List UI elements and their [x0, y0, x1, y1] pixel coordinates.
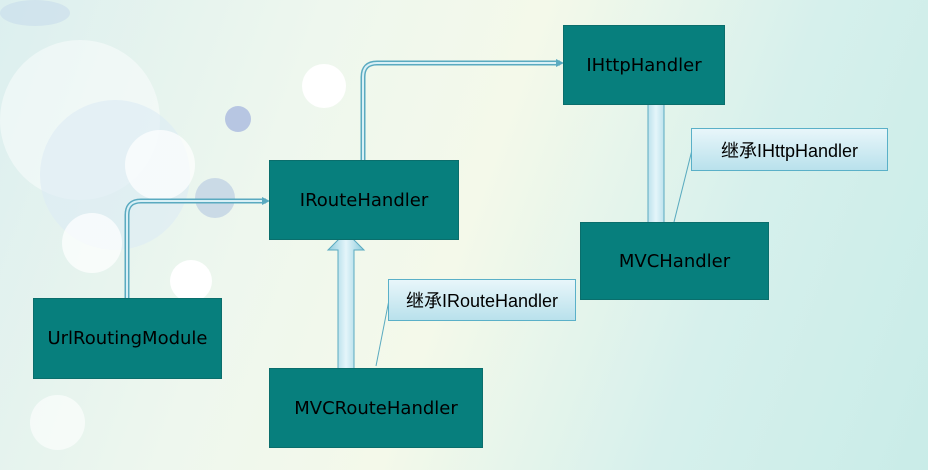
node-urlroutingmodule: UrlRoutingModule — [33, 298, 222, 379]
background-bubble — [62, 213, 122, 273]
inheritance-arrow-mvcroutehandler — [326, 231, 366, 383]
background-bubble — [195, 178, 235, 218]
background-bubble — [302, 64, 346, 108]
background-bubble — [0, 0, 70, 26]
background-bubble — [30, 395, 85, 450]
connector-urlrouting-to-iroutehandler — [124, 198, 266, 298]
inheritance-arrow-mvchandler — [636, 84, 676, 237]
background-bubble — [170, 260, 212, 302]
callout-pointer — [375, 299, 390, 367]
callout-inherit-iroutehandler: 继承IRouteHandler — [388, 279, 576, 321]
arrowhead-icon — [556, 59, 564, 67]
callout-pointer — [673, 149, 693, 223]
callout-inherit-ihttphandler: 继承IHttpHandler — [691, 128, 888, 171]
connector-iroutehandler-to-ihttphandler — [360, 60, 560, 160]
background-bubble — [225, 106, 251, 132]
node-ihttphandler: IHttpHandler — [563, 25, 725, 105]
background-bubble — [125, 130, 195, 200]
node-iroutehandler: IRouteHandler — [269, 160, 459, 240]
arrowhead-icon — [262, 197, 270, 205]
node-mvcroutehandler: MVCRouteHandler — [269, 368, 483, 448]
node-mvchandler: MVCHandler — [580, 222, 769, 300]
